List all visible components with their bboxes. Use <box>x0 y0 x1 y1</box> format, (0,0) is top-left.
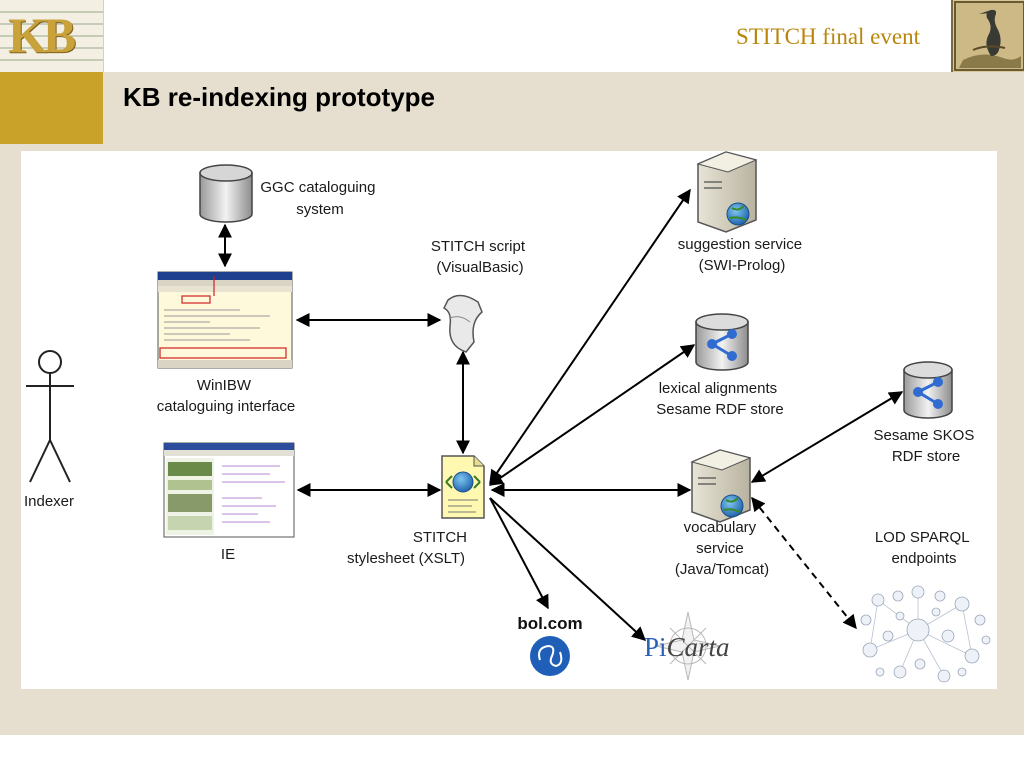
kb-logo: KB <box>0 0 104 72</box>
skos-label-line1: Sesame SKOS <box>873 427 974 444</box>
logo-lines-icon <box>0 11 103 61</box>
lod-cloud-icon <box>860 585 991 683</box>
winibw-label-line1: WinIBW <box>197 377 252 394</box>
connector-arrows <box>218 188 904 641</box>
arrow-stylesheet-picarta <box>489 497 647 641</box>
stitch-script-icon <box>442 294 483 353</box>
stitch-script-line2: (VisualBasic) <box>436 259 523 276</box>
footer-bar <box>0 735 1024 768</box>
suggestion-server-icon <box>696 151 758 233</box>
skos-label: Sesame SKOS RDF store <box>873 427 978 465</box>
lexical-label: lexical alignments Sesame RDF store <box>656 380 784 418</box>
ggc-label-line1: GGC cataloguing <box>260 179 375 196</box>
svg-text:PiCarta: PiCarta <box>644 632 730 662</box>
lod-label-line2: endpoints <box>891 550 956 567</box>
picarta-carta: Carta <box>667 632 730 662</box>
ggc-database-icon <box>199 164 253 223</box>
vocabulary-label-line2: service <box>696 540 744 557</box>
header-bar <box>0 0 1024 72</box>
lexical-label-line1: lexical alignments <box>659 380 777 397</box>
lod-label-line1: LOD SPARQL <box>875 529 969 546</box>
ggc-label-line2: system <box>296 201 344 218</box>
crane-emblem-icon <box>951 0 1024 72</box>
vocabulary-server-icon <box>690 449 752 523</box>
picarta-logo: PiCarta <box>644 611 730 681</box>
compass-rose-icon <box>655 611 721 681</box>
stitch-stylesheet-label: STITCH stylesheet (XSLT) <box>347 529 471 567</box>
bol-logo-icon <box>530 636 570 676</box>
skos-label-line2: RDF store <box>892 448 960 465</box>
arrow-vocabulary-skos <box>750 391 904 483</box>
vocabulary-label-line1: vocabulary <box>684 519 757 536</box>
ie-label: IE <box>221 546 235 563</box>
event-title: STITCH final event <box>736 24 920 49</box>
winibw-label-line2: cataloguing interface <box>157 398 295 415</box>
arrow-vocabulary-lod <box>751 496 857 630</box>
arrow-stylesheet-suggestion <box>489 188 691 485</box>
stitch-stylesheet-line1: STITCH <box>413 529 467 546</box>
stitch-stylesheet-line2: stylesheet (XSLT) <box>347 550 465 567</box>
skos-rdf-store-icon <box>903 361 953 419</box>
indexer-stick-figure-icon <box>26 350 74 483</box>
arrow-stylesheet-bol <box>489 497 549 610</box>
lexical-label-line2: Sesame RDF store <box>656 401 784 418</box>
bol-label: bol.com <box>517 614 582 633</box>
vocabulary-label: vocabulary service (Java/Tomcat) <box>675 519 769 578</box>
winibw-screenshot <box>157 271 293 369</box>
vocabulary-label-line3: (Java/Tomcat) <box>675 561 769 578</box>
picarta-pi: Pi <box>644 632 667 662</box>
gold-accent-block <box>0 72 103 144</box>
indexer-label: Indexer <box>24 493 74 510</box>
suggestion-label-line2: (SWI-Prolog) <box>699 257 786 274</box>
slide-title: KB re-indexing prototype <box>123 82 436 112</box>
lod-label: LOD SPARQL endpoints <box>875 529 973 567</box>
arrow-stylesheet-lexical <box>488 344 696 486</box>
ggc-label: GGC cataloguing system <box>260 179 379 218</box>
logo-text: KB <box>8 7 76 63</box>
winibw-label: WinIBW cataloguing interface <box>157 377 295 415</box>
stitch-script-label: STITCH script (VisualBasic) <box>431 238 529 276</box>
stitch-script-line1: STITCH script <box>431 238 526 255</box>
ie-screenshot <box>163 442 295 538</box>
suggestion-label: suggestion service (SWI-Prolog) <box>678 236 806 274</box>
xslt-document-icon <box>441 455 485 519</box>
suggestion-label-line1: suggestion service <box>678 236 802 253</box>
lexical-rdf-store-icon <box>695 313 749 371</box>
